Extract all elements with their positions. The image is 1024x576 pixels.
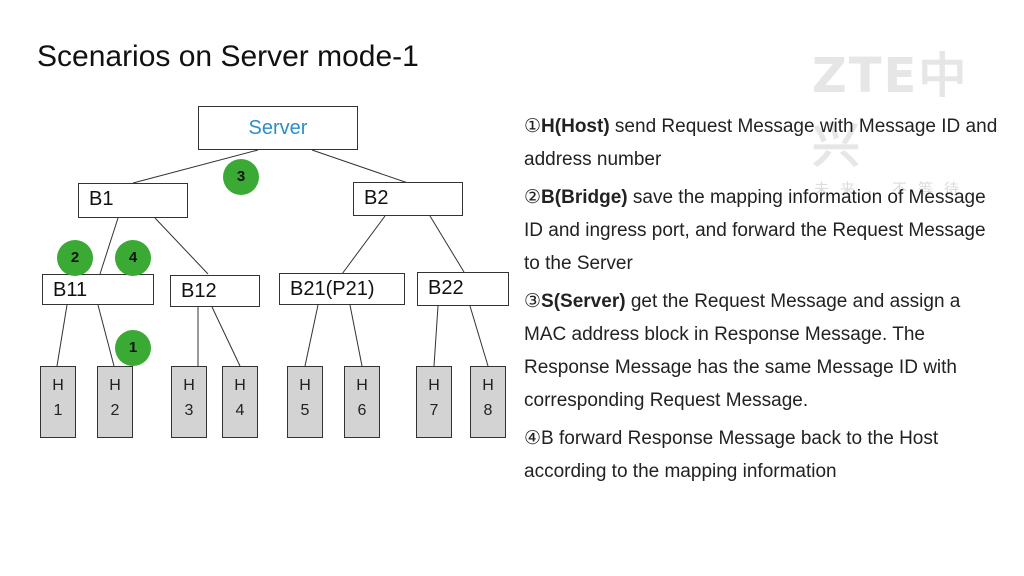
- host-label: H: [52, 377, 64, 394]
- host-label: H: [299, 377, 311, 394]
- edge-b11-h1: [56, 304, 68, 367]
- step-actor: S(Server): [541, 291, 626, 312]
- step-3: ③S(Server) get the Request Message and a…: [524, 285, 1004, 417]
- zte-logo: ZTE中兴 未来，不等待: [812, 36, 992, 198]
- host-label: H: [356, 377, 368, 394]
- step-text: save the mapping information of Message …: [524, 187, 986, 274]
- edge-b21-h5: [304, 304, 319, 367]
- step-actor: H(Host): [541, 116, 610, 137]
- edge-server-b2: [311, 149, 409, 184]
- step-text: send Request Message with Message ID and…: [524, 116, 998, 170]
- host-h5: H 5: [287, 366, 323, 438]
- step-number: ②: [524, 187, 542, 208]
- step-4: ④B forward Response Message back to the …: [524, 422, 1004, 488]
- edge-b2-b21: [341, 215, 386, 275]
- step-1: ①H(Host) send Request Message with Messa…: [524, 110, 1004, 176]
- host-h4: H 4: [222, 366, 258, 438]
- host-number: 5: [300, 402, 310, 419]
- edge-b11-h2: [97, 304, 115, 367]
- edge-b22-h8: [469, 305, 489, 367]
- host-number: 1: [53, 402, 63, 419]
- logo-mark: ZTE中兴: [812, 48, 969, 174]
- host-number: 2: [110, 402, 120, 419]
- logo-slogan: 未来，不等待: [814, 181, 971, 198]
- step-badge-4: 4: [115, 240, 151, 276]
- host-label: H: [183, 377, 195, 394]
- host-number: 3: [184, 402, 194, 419]
- host-label: H: [482, 377, 494, 394]
- edge-b2-b22: [429, 215, 465, 273]
- server-node: Server: [198, 106, 358, 150]
- host-h1: H 1: [40, 366, 76, 438]
- edge-b12-h4: [211, 306, 241, 367]
- step-badge-3: 3: [223, 159, 259, 195]
- step-number: ③: [524, 291, 542, 312]
- edge-b21-h6: [349, 304, 363, 367]
- step-text: B forward Response Message back to the H…: [524, 428, 939, 482]
- step-2: ②B(Bridge) save the mapping information …: [524, 181, 1004, 280]
- bridge-b22: B22: [417, 272, 509, 306]
- step-text: get the Request Message and assign a MAC…: [524, 291, 961, 411]
- steps-description: ①H(Host) send Request Message with Messa…: [524, 110, 1004, 493]
- step-actor: B(Bridge): [541, 187, 628, 208]
- step-number: ④: [524, 428, 542, 449]
- host-label: H: [234, 377, 246, 394]
- host-number: 6: [357, 402, 367, 419]
- host-h7: H 7: [416, 366, 452, 438]
- edge-server-b1: [132, 149, 259, 184]
- edge-b1-b12: [154, 217, 209, 275]
- host-label: H: [428, 377, 440, 394]
- host-h8: H 8: [470, 366, 506, 438]
- host-number: 4: [235, 402, 245, 419]
- host-h6: H 6: [344, 366, 380, 438]
- host-number: 7: [429, 402, 439, 419]
- step-number: ①: [524, 116, 542, 137]
- host-h2: H 2: [97, 366, 133, 438]
- bridge-b21: B21(P21): [279, 273, 405, 305]
- bridge-b1: B1: [78, 183, 188, 218]
- host-label: H: [109, 377, 121, 394]
- bridge-b12: B12: [170, 275, 260, 307]
- bridge-b2: B2: [353, 182, 463, 216]
- page-title: Scenarios on Server mode-1: [37, 40, 419, 73]
- step-badge-1: 1: [115, 330, 151, 366]
- edge-b22-h7: [433, 305, 439, 367]
- step-badge-2: 2: [57, 240, 93, 276]
- host-number: 8: [483, 402, 493, 419]
- bridge-b11: B11: [42, 274, 154, 305]
- host-h3: H 3: [171, 366, 207, 438]
- edge-b1-b11: [99, 217, 119, 275]
